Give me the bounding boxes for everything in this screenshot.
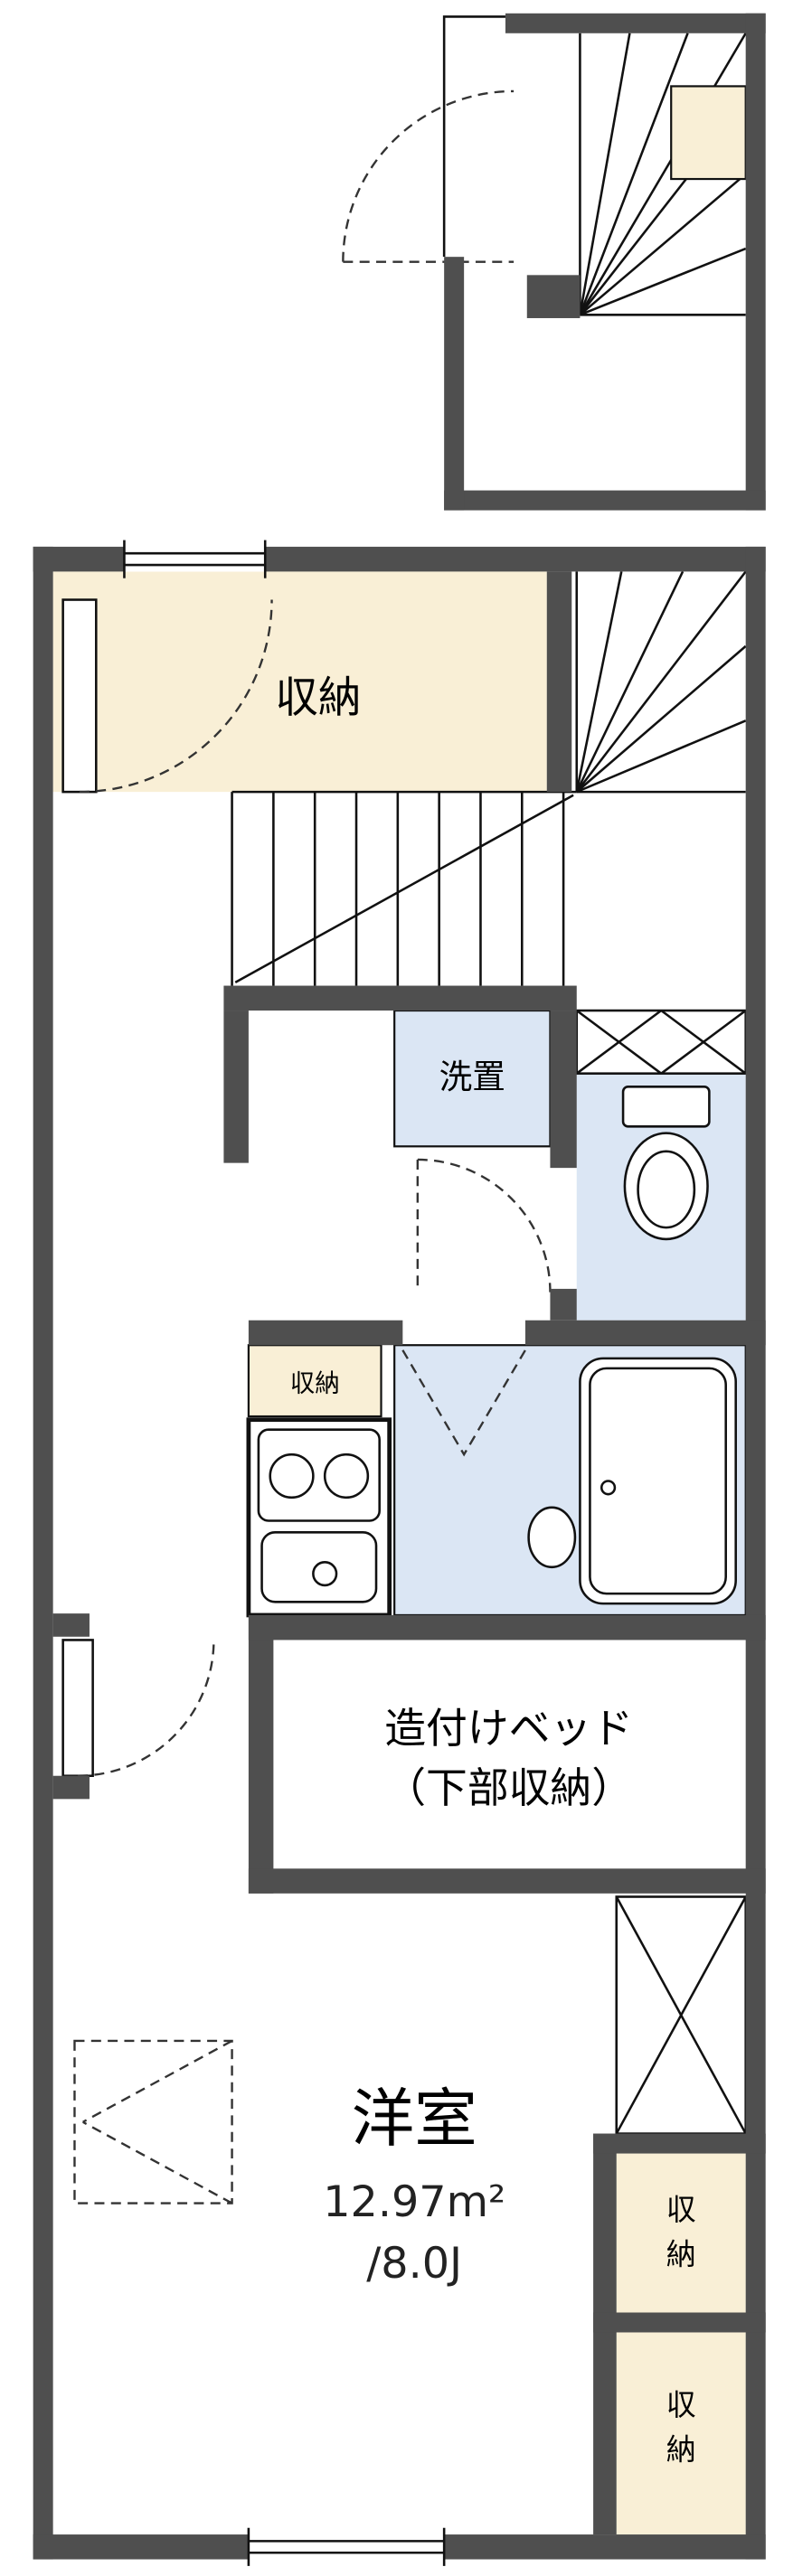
toilet-door-swing (416, 1158, 552, 1293)
room-area-label: 12.97m² (323, 2177, 505, 2227)
storage-room-label: 収納 (275, 673, 361, 723)
window-top (123, 540, 267, 578)
storage-room (52, 571, 547, 793)
upper-storage-box (670, 85, 747, 181)
stairs-run (231, 790, 577, 986)
wall-top-right (265, 546, 766, 572)
burner-right-icon (323, 1453, 370, 1500)
wall-toilet-left-lower (550, 1288, 577, 1321)
upper-wall-top (505, 13, 766, 33)
storage-right-top-box (616, 2153, 746, 2313)
wall-storage-right (546, 571, 572, 793)
wall-stair-bottom (223, 985, 577, 1011)
bath-folding-door (401, 1349, 526, 1457)
bathtub-icon (579, 1357, 737, 1605)
wall-toilet-left-upper (550, 1011, 577, 1169)
storage-room-door (61, 598, 273, 794)
stairs-winder (575, 570, 747, 794)
drain-icon (312, 1561, 338, 1587)
room-title-label: 洋室 (352, 2082, 477, 2156)
bath-faucet-icon (600, 1480, 617, 1496)
storage-right-top-label-2: 納 (666, 2236, 696, 2271)
kitchen-unit (246, 1417, 392, 1618)
wall-closets-sep-mid (593, 2312, 766, 2333)
bed-label-line1: 造付けベッド (384, 1704, 633, 1753)
porch-outline (442, 15, 505, 258)
upper-wall-left (444, 257, 465, 511)
toilet-shelf (575, 1009, 747, 1075)
storage-kitchen-label: 収納 (290, 1369, 340, 1398)
laundry-label: 洗置 (439, 1058, 505, 1096)
wall-bed-top (248, 1614, 766, 1641)
wall-bed-bottom (248, 1868, 766, 1894)
bath-stool-icon (527, 1506, 577, 1569)
window-bottom (247, 2527, 446, 2566)
wall-door-stub-top (52, 1613, 90, 1637)
burner-left-icon (269, 1453, 315, 1500)
wall-right (745, 546, 766, 2560)
storage-right-top-label-1: 収 (666, 2192, 696, 2227)
entrance-door-swing (342, 89, 515, 263)
upper-unit (342, 13, 766, 511)
stove-icon (257, 1428, 381, 1522)
wall-left (33, 546, 53, 2560)
storage-right-bottom-label-2: 納 (666, 2432, 696, 2468)
bathroom-fittings (401, 1349, 737, 1605)
storage-right-bottom-label-1: 収 (666, 2387, 696, 2422)
wall-bed-left (248, 1614, 274, 1894)
room-size-label: /8.0J (366, 2239, 462, 2289)
wall-door-stub-bottom (52, 1775, 90, 1800)
upper-wall-right (745, 13, 766, 511)
upper-wall-stub (526, 275, 581, 318)
laundry-space (393, 1009, 552, 1148)
wall-bottom-left (33, 2534, 249, 2560)
wall-bath-top-right (524, 1320, 766, 1346)
upper-wall-bottom (444, 490, 766, 511)
sink-icon (260, 1531, 378, 1603)
toilet-icon (621, 1086, 711, 1241)
wall-closets-sep-top (593, 2133, 766, 2154)
main-unit: 収納 洗置 収納 造付けベッド （下部収納） 洋室 12.97m² /8.0J … (33, 540, 766, 2566)
storage-right-bottom-box (616, 2332, 746, 2535)
wall-closets-left (593, 2133, 617, 2535)
wall-bottom-right (444, 2534, 766, 2560)
main-walls (33, 546, 766, 2560)
niche-crossed-box (615, 1895, 747, 2135)
bed-label-line2: （下部収納） (384, 1763, 633, 1812)
wall-corridor-stub (223, 1011, 249, 1163)
room-door-swing (61, 1639, 215, 1777)
wall-bath-top-left (248, 1320, 403, 1346)
kitchen-counter (246, 1417, 392, 1618)
counter-symbol (73, 2039, 233, 2205)
upper-stairs (579, 33, 747, 316)
storage-kitchen-box (247, 1344, 382, 1418)
